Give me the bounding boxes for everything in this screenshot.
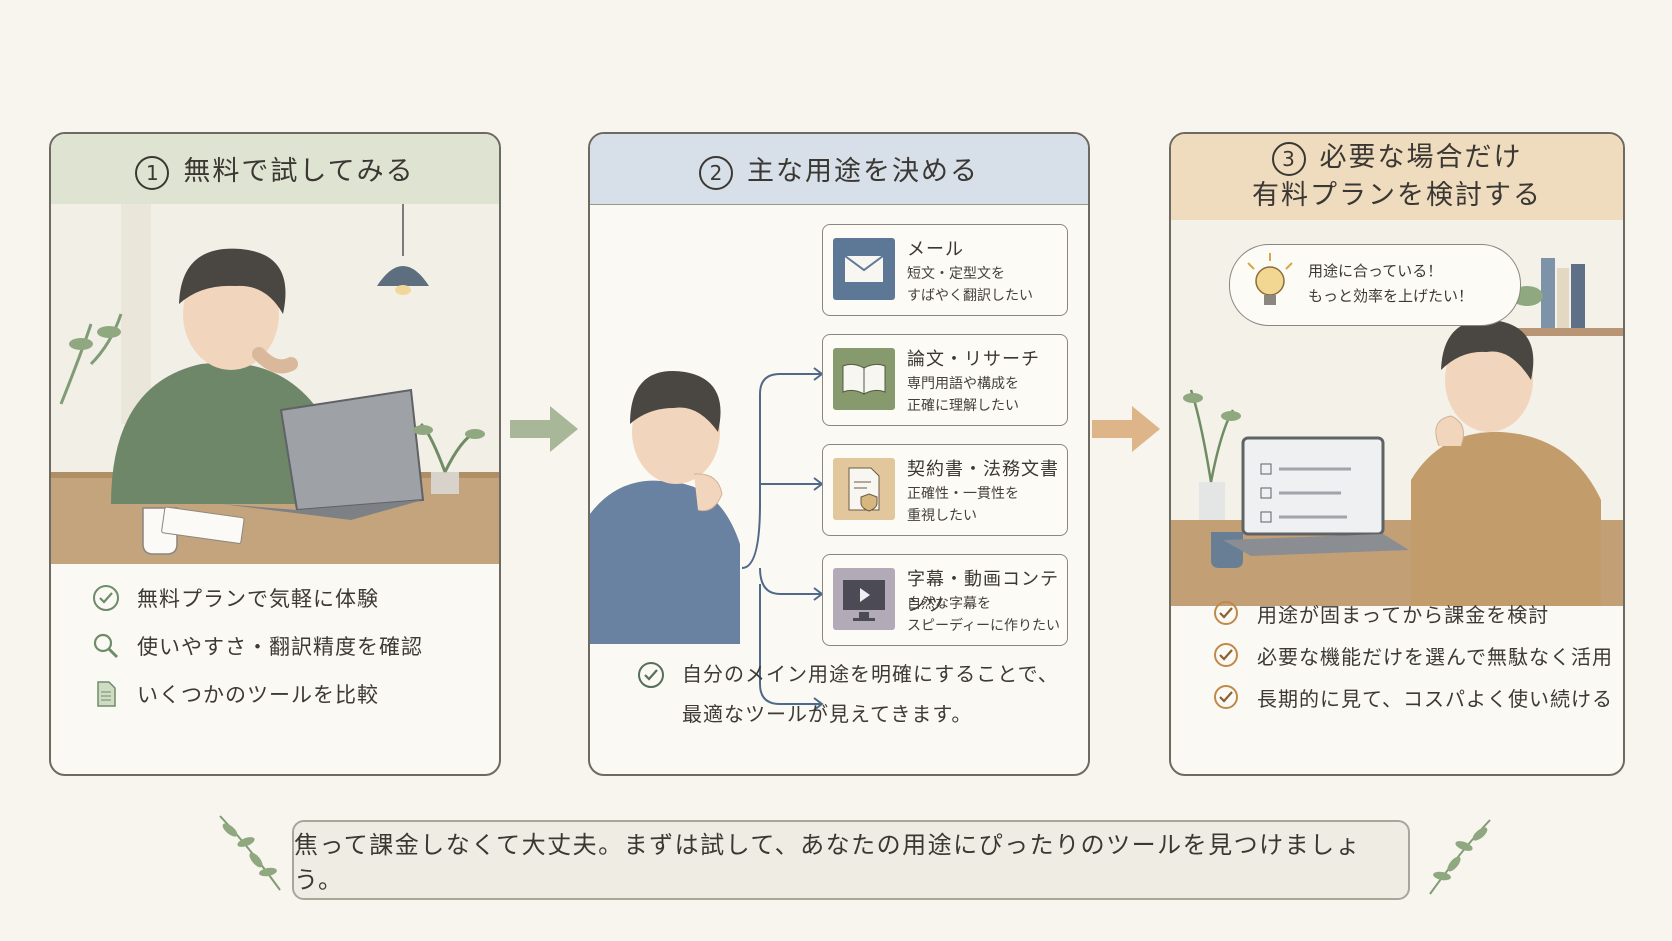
step-number: 2 [699, 155, 733, 190]
step-1-header: 1 無料で試してみる [51, 134, 499, 205]
step-3-header: 3 必要な場合だけ 有料プランを検討する [1171, 134, 1623, 221]
step-2-header: 2 主な用途を決める [590, 134, 1088, 205]
check-circle-icon [1214, 601, 1238, 625]
use-case-card-research: 論文・リサーチ 専門用語や構成を正確に理解したい [822, 334, 1068, 426]
flow-arrow-right-icon [510, 406, 578, 452]
check-circle-icon [1214, 643, 1238, 667]
list-item: 必要な機能だけを選んで無駄なく活用 [1211, 634, 1613, 676]
person-using-laptop-illustration [51, 204, 499, 564]
step-number: 1 [135, 155, 170, 190]
use-case-card-legal: 契約書・法務文書 正確性・一貫性を重視したい [822, 444, 1068, 536]
contract-shield-icon [833, 458, 895, 520]
check-circle-icon [93, 585, 119, 611]
list-item: いくつかのツールを比較 [91, 670, 423, 718]
list-item: 長期的に見て、コスパよく使い続ける [1211, 676, 1613, 718]
document-icon [97, 681, 116, 707]
flow-arrow-right-icon [1092, 406, 1160, 452]
step-title-line-1: 必要な場合だけ [1319, 142, 1523, 173]
list-item: 用途が固まってから課金を検討 [1211, 592, 1613, 634]
step-1-bullet-list: 無料プランで気軽に体験 使いやすさ・翻訳精度を確認 いくつかのツールを比較 [91, 574, 423, 718]
step-title: 主な用途を決める [747, 155, 979, 187]
video-monitor-icon [833, 568, 895, 630]
step-number: 3 [1271, 142, 1306, 176]
thinking-person-illustration [590, 371, 740, 644]
step-title: 無料で試してみる [183, 155, 415, 187]
check-circle-icon [638, 662, 664, 688]
step-2-note: 自分のメイン用途を明確にすることで、 最適なツールが見えてきます。 [636, 654, 1059, 734]
leaf-sprig-icon [219, 815, 281, 891]
speech-bubble: 用途に合っている！ もっと効率を上げたい！ [1229, 244, 1521, 326]
lightbulb-icon [1247, 253, 1293, 305]
magnifier-icon [93, 633, 119, 659]
step-2-panel: 2 主な用途を決める メール 短文・定型文をすばやく翻訳したい 論文・リサーチ 専… [588, 132, 1090, 776]
check-circle-icon [1214, 685, 1238, 709]
list-item: 使いやすさ・翻訳精度を確認 [91, 622, 423, 670]
use-case-card-subtitles: 字幕・動画コンテンツ 自然な字幕をスピーディーに作りたい [822, 554, 1068, 646]
list-item: 無料プランで気軽に体験 [91, 574, 423, 622]
envelope-icon [833, 238, 895, 300]
step-3-bullet-list: 用途が固まってから課金を検討 必要な機能だけを選んで無駄なく活用 長期的に見て、… [1211, 592, 1613, 718]
leaf-sprig-icon [1429, 819, 1491, 895]
use-case-card-email: メール 短文・定型文をすばやく翻訳したい [822, 224, 1068, 316]
step-3-panel: 3 必要な場合だけ 有料プランを検討する [1169, 132, 1625, 776]
footer-message: 焦って課金しなくて大丈夫。まずは試して、あなたの用途にぴったりのツールを見つけま… [292, 820, 1410, 900]
step-title-line-2: 有料プランを検討する [1252, 180, 1542, 211]
open-book-icon [833, 348, 895, 410]
